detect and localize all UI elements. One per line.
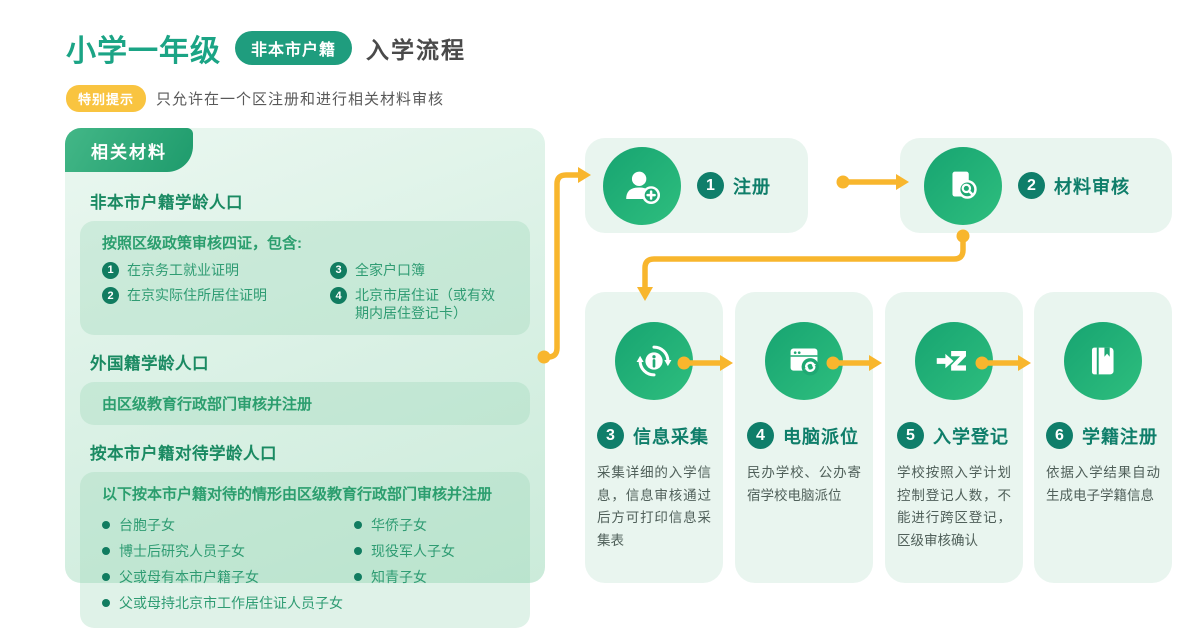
materials-panel: 相关材料 非本市户籍学龄人口 按照区级政策审核四证，包含: 1 在京务工就业证明…	[65, 128, 545, 628]
list-item: 父或母持北京市工作居住证人员子女	[102, 590, 354, 616]
step-card-enrollment-registration: 5 入学登记 学校按照入学计划控制登记人数，不能进行跨区登记，区级审核确认	[885, 292, 1023, 583]
notice-text: 只允许在一个区注册和进行相关材料审核	[156, 91, 445, 108]
step-number-badge: 2	[1018, 172, 1045, 199]
list-item: 知青子女	[354, 564, 508, 590]
info-sync-icon	[615, 322, 693, 400]
step-line: 6 学籍注册	[1046, 422, 1172, 449]
step-card-info-collection: 3 信息采集 采集详细的入学信息，信息审核通过后方可打印信息采集表	[585, 292, 723, 583]
bullet-text: 父或母持北京市工作居住证人员子女	[119, 594, 343, 611]
step-card-student-status: 6 学籍注册 依据入学结果自动生成电子学籍信息	[1034, 292, 1172, 583]
bullet-dot-icon	[354, 520, 362, 529]
list-item: 父或母有本市户籍子女	[102, 564, 354, 590]
number-badge: 3	[330, 262, 347, 279]
list-item: 现役军人子女	[354, 538, 508, 564]
step-number-badge: 1	[697, 172, 724, 199]
step-number-badge: 5	[897, 422, 924, 449]
bullet-column-right: 华侨子女 现役军人子女 知青子女	[354, 512, 508, 616]
doc-search-icon	[924, 146, 1002, 225]
list-item: 华侨子女	[354, 512, 508, 538]
section-heading-treated-as-local: 按本市户籍对待学龄人口	[90, 444, 277, 463]
page-title: 小学一年级	[66, 35, 221, 68]
material-item-text: 在京务工就业证明	[127, 262, 239, 278]
section-heading-foreign: 外国籍学龄人口	[90, 354, 209, 373]
materials-panel-tab: 相关材料	[65, 128, 193, 172]
step-label: 信息采集	[633, 426, 709, 447]
materials-grid: 1 在京务工就业证明 3 全家户口簿 2 在京实际住所居住证明 4 北京市居住证…	[102, 261, 508, 323]
material-item-text: 北京市居住证（或有效期内居住登记卡）	[355, 287, 495, 322]
step-line: 2 材料审核	[1018, 172, 1130, 199]
step-description: 民办学校、公办寄宿学校电脑派位	[747, 465, 861, 503]
enroll-z-icon	[915, 322, 993, 400]
step-description: 采集详细的入学信息，信息审核通过后方可打印信息采集表	[597, 465, 711, 549]
notice-row: 特别提示 只允许在一个区注册和进行相关材料审核	[66, 85, 466, 112]
bullet-text: 现役军人子女	[371, 542, 455, 559]
step-card-computer-allocation: 4 电脑派位 民办学校、公办寄宿学校电脑派位	[735, 292, 873, 583]
household-type-badge: 非本市户籍	[235, 31, 353, 65]
bullet-dot-icon	[102, 546, 110, 555]
treated-as-local-title: 以下按本市户籍对待的情形由区级教育行政部门审核并注册	[102, 485, 493, 503]
bullet-dot-icon	[102, 598, 110, 607]
page-title-suffix: 入学流程	[366, 37, 467, 63]
treated-as-local-box: 以下按本市户籍对待的情形由区级教育行政部门审核并注册 台胞子女 博士后研究人员子…	[80, 471, 530, 628]
bullet-column-left: 台胞子女 博士后研究人员子女 父或母有本市户籍子女 父或母持北京市工作居住证人员…	[102, 512, 354, 616]
list-item: 博士后研究人员子女	[102, 538, 354, 564]
material-item-text: 在京实际住所居住证明	[127, 287, 267, 304]
step-description: 学校按照入学计划控制登记人数，不能进行跨区登记，区级审核确认	[897, 465, 1011, 549]
foreign-review-box: 由区级教育行政部门审核并注册	[80, 381, 530, 425]
material-item: 1 在京务工就业证明	[102, 261, 324, 279]
section-heading-non-local: 非本市户籍学龄人口	[90, 194, 243, 212]
four-certificates-title: 按照区级政策审核四证，包含:	[102, 235, 302, 252]
material-item: 2 在京实际住所居住证明	[102, 286, 324, 322]
bullet-dot-icon	[102, 572, 110, 581]
list-item: 台胞子女	[102, 512, 354, 538]
bullet-columns: 台胞子女 博士后研究人员子女 父或母有本市户籍子女 父或母持北京市工作居住证人员…	[102, 512, 508, 616]
step-label: 入学登记	[933, 426, 1009, 447]
bullet-text: 父或母有本市户籍子女	[119, 568, 259, 585]
non-local-materials-box: 按照区级政策审核四证，包含: 1 在京务工就业证明 3 全家户口簿 2 在京实际…	[80, 221, 530, 335]
material-item: 4 北京市居住证（或有效期内居住登记卡）	[330, 286, 508, 322]
step-card-material-review: 2 材料审核	[900, 138, 1172, 233]
add-user-icon	[603, 146, 681, 225]
step-label: 注册	[733, 176, 771, 197]
book-icon	[1064, 322, 1142, 400]
bullet-dot-icon	[102, 520, 110, 529]
step-number-badge: 4	[747, 422, 774, 449]
step-line: 3 信息采集	[597, 422, 723, 449]
step-line: 4 电脑派位	[747, 422, 873, 449]
step-line: 5 入学登记	[897, 422, 1023, 449]
material-item-text: 全家户口簿	[355, 262, 425, 278]
number-badge: 1	[102, 262, 119, 279]
materials-panel-content: 非本市户籍学龄人口 按照区级政策审核四证，包含: 1 在京务工就业证明 3 全家…	[65, 172, 545, 628]
bullet-text: 博士后研究人员子女	[119, 542, 245, 559]
number-badge: 4	[330, 287, 347, 305]
step-line: 1 注册	[697, 172, 771, 199]
step-description: 依据入学结果自动生成电子学籍信息	[1046, 465, 1160, 503]
step-number-badge: 3	[597, 422, 624, 449]
step-label: 学籍注册	[1082, 426, 1158, 447]
step-label: 材料审核	[1054, 176, 1130, 197]
material-item: 3 全家户口簿	[330, 261, 508, 279]
bullet-text: 华侨子女	[371, 516, 427, 533]
title-row: 小学一年级 非本市户籍 入学流程	[66, 26, 466, 70]
number-badge: 2	[102, 287, 119, 305]
bullet-dot-icon	[354, 546, 362, 555]
notice-badge: 特别提示	[66, 85, 147, 112]
bullet-text: 知青子女	[371, 568, 427, 585]
bullet-dot-icon	[354, 572, 362, 581]
page-header: 小学一年级 非本市户籍 入学流程 特别提示 只允许在一个区注册和进行相关材料审核	[66, 26, 466, 112]
step-card-register: 1 注册	[585, 138, 808, 233]
bullet-text: 台胞子女	[119, 516, 175, 533]
step-label: 电脑派位	[783, 426, 859, 447]
window-refresh-icon	[765, 322, 843, 400]
step-number-badge: 6	[1046, 422, 1073, 449]
